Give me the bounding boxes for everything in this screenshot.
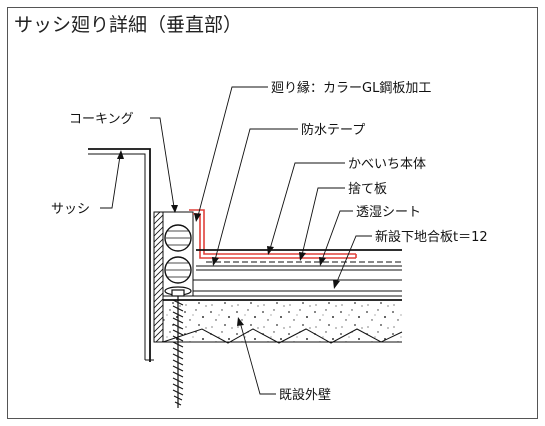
leader-lines [100,86,372,395]
label-sute-ita: 捨て板 [348,181,387,197]
label-shinsetsu-shitaji: 新設下地合板t＝12 [375,229,488,245]
label-mawari-en: 廻り縁：カラーGL鋼板加工 [271,80,431,96]
drawing-title: サッシ廻り詳細（垂直部） [14,14,242,36]
wall-edge-hatch [153,211,164,343]
label-bousui-tape: 防水テープ [301,122,365,138]
label-caulking: コーキング [69,112,134,127]
label-kabe-ichi: かべいち本体 [348,157,426,172]
screw [171,289,185,408]
label-sash: サッシ [51,202,90,217]
sash-frame [88,148,154,362]
existing-wall-concrete [162,300,403,344]
label-kisetsu-gaiheki: 既設外壁 [279,387,331,403]
drawing-frame [7,7,538,419]
label-toushitsu-sheet: 透湿シート [356,205,421,220]
backer-rods [162,211,194,297]
